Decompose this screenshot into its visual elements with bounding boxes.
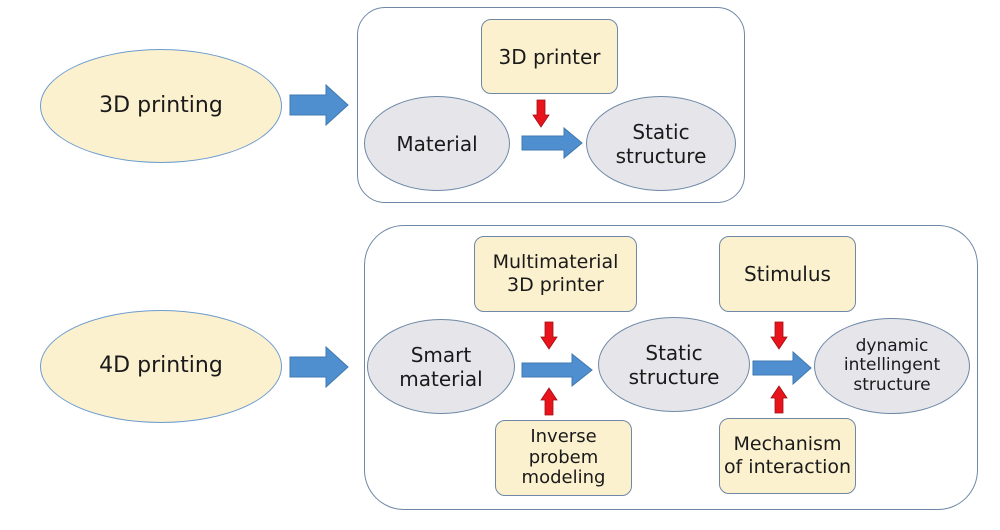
node-3d-printing-label: 3D printing — [99, 92, 223, 118]
box-inverse-modeling: Inverse probem modeling — [495, 420, 632, 496]
box-mechanism-label: Mechanism of interaction — [723, 433, 852, 478]
box-multimaterial-printer-label: Multimaterial 3D printer — [492, 251, 619, 296]
red-arrow-4d-mechanism-shape — [770, 385, 788, 414]
blue-arrow-4d-process-2 — [752, 350, 812, 386]
red-arrow-4d-stimulus-shape — [770, 321, 788, 350]
node-dynamic-structure: dynamic intellingent structure — [814, 318, 970, 414]
node-smart-material-label: Smart material — [399, 342, 483, 391]
box-mechanism: Mechanism of interaction — [719, 418, 856, 494]
blue-arrow-3d-main — [289, 83, 349, 127]
node-static-structure-4d: Static structure — [598, 317, 750, 412]
red-arrow-4d-modeling-shape — [540, 387, 558, 416]
red-arrow-4d-mechanism — [770, 385, 788, 414]
blue-arrow-3d-main-shape — [289, 83, 349, 127]
red-arrow-4d-printer — [540, 321, 558, 350]
node-dynamic-structure-label: dynamic intellingent structure — [843, 335, 941, 395]
red-arrow-3d-printer-shape — [532, 99, 550, 128]
box-3d-printer: 3D printer — [481, 19, 618, 94]
node-material: Material — [364, 96, 510, 191]
box-3d-printer-label: 3D printer — [498, 44, 601, 69]
red-arrow-3d-printer — [532, 99, 550, 128]
node-4d-printing: 4D printing — [40, 310, 282, 423]
red-arrow-4d-printer-shape — [540, 321, 558, 350]
node-static-structure-4d-label: Static structure — [628, 340, 720, 389]
red-arrow-4d-stimulus — [770, 321, 788, 350]
node-static-structure-3d-label: Static structure — [615, 119, 707, 168]
box-stimulus: Stimulus — [719, 236, 856, 312]
blue-arrow-3d-process-shape — [521, 126, 583, 160]
box-multimaterial-printer: Multimaterial 3D printer — [474, 236, 637, 312]
blue-arrow-3d-process — [521, 126, 583, 160]
box-inverse-modeling-label: Inverse probem modeling — [521, 425, 606, 489]
blue-arrow-4d-process-2-shape — [752, 350, 812, 386]
blue-arrow-4d-process-1 — [521, 352, 593, 388]
blue-arrow-4d-process-1-shape — [521, 352, 593, 388]
node-3d-printing: 3D printing — [40, 49, 282, 163]
node-static-structure-3d: Static structure — [586, 96, 736, 191]
box-stimulus-label: Stimulus — [744, 262, 831, 286]
blue-arrow-4d-main — [289, 345, 349, 389]
red-arrow-4d-modeling — [540, 387, 558, 416]
node-material-label: Material — [396, 131, 478, 156]
blue-arrow-4d-main-shape — [289, 345, 349, 389]
node-smart-material: Smart material — [367, 319, 515, 414]
node-4d-printing-label: 4D printing — [99, 353, 223, 379]
